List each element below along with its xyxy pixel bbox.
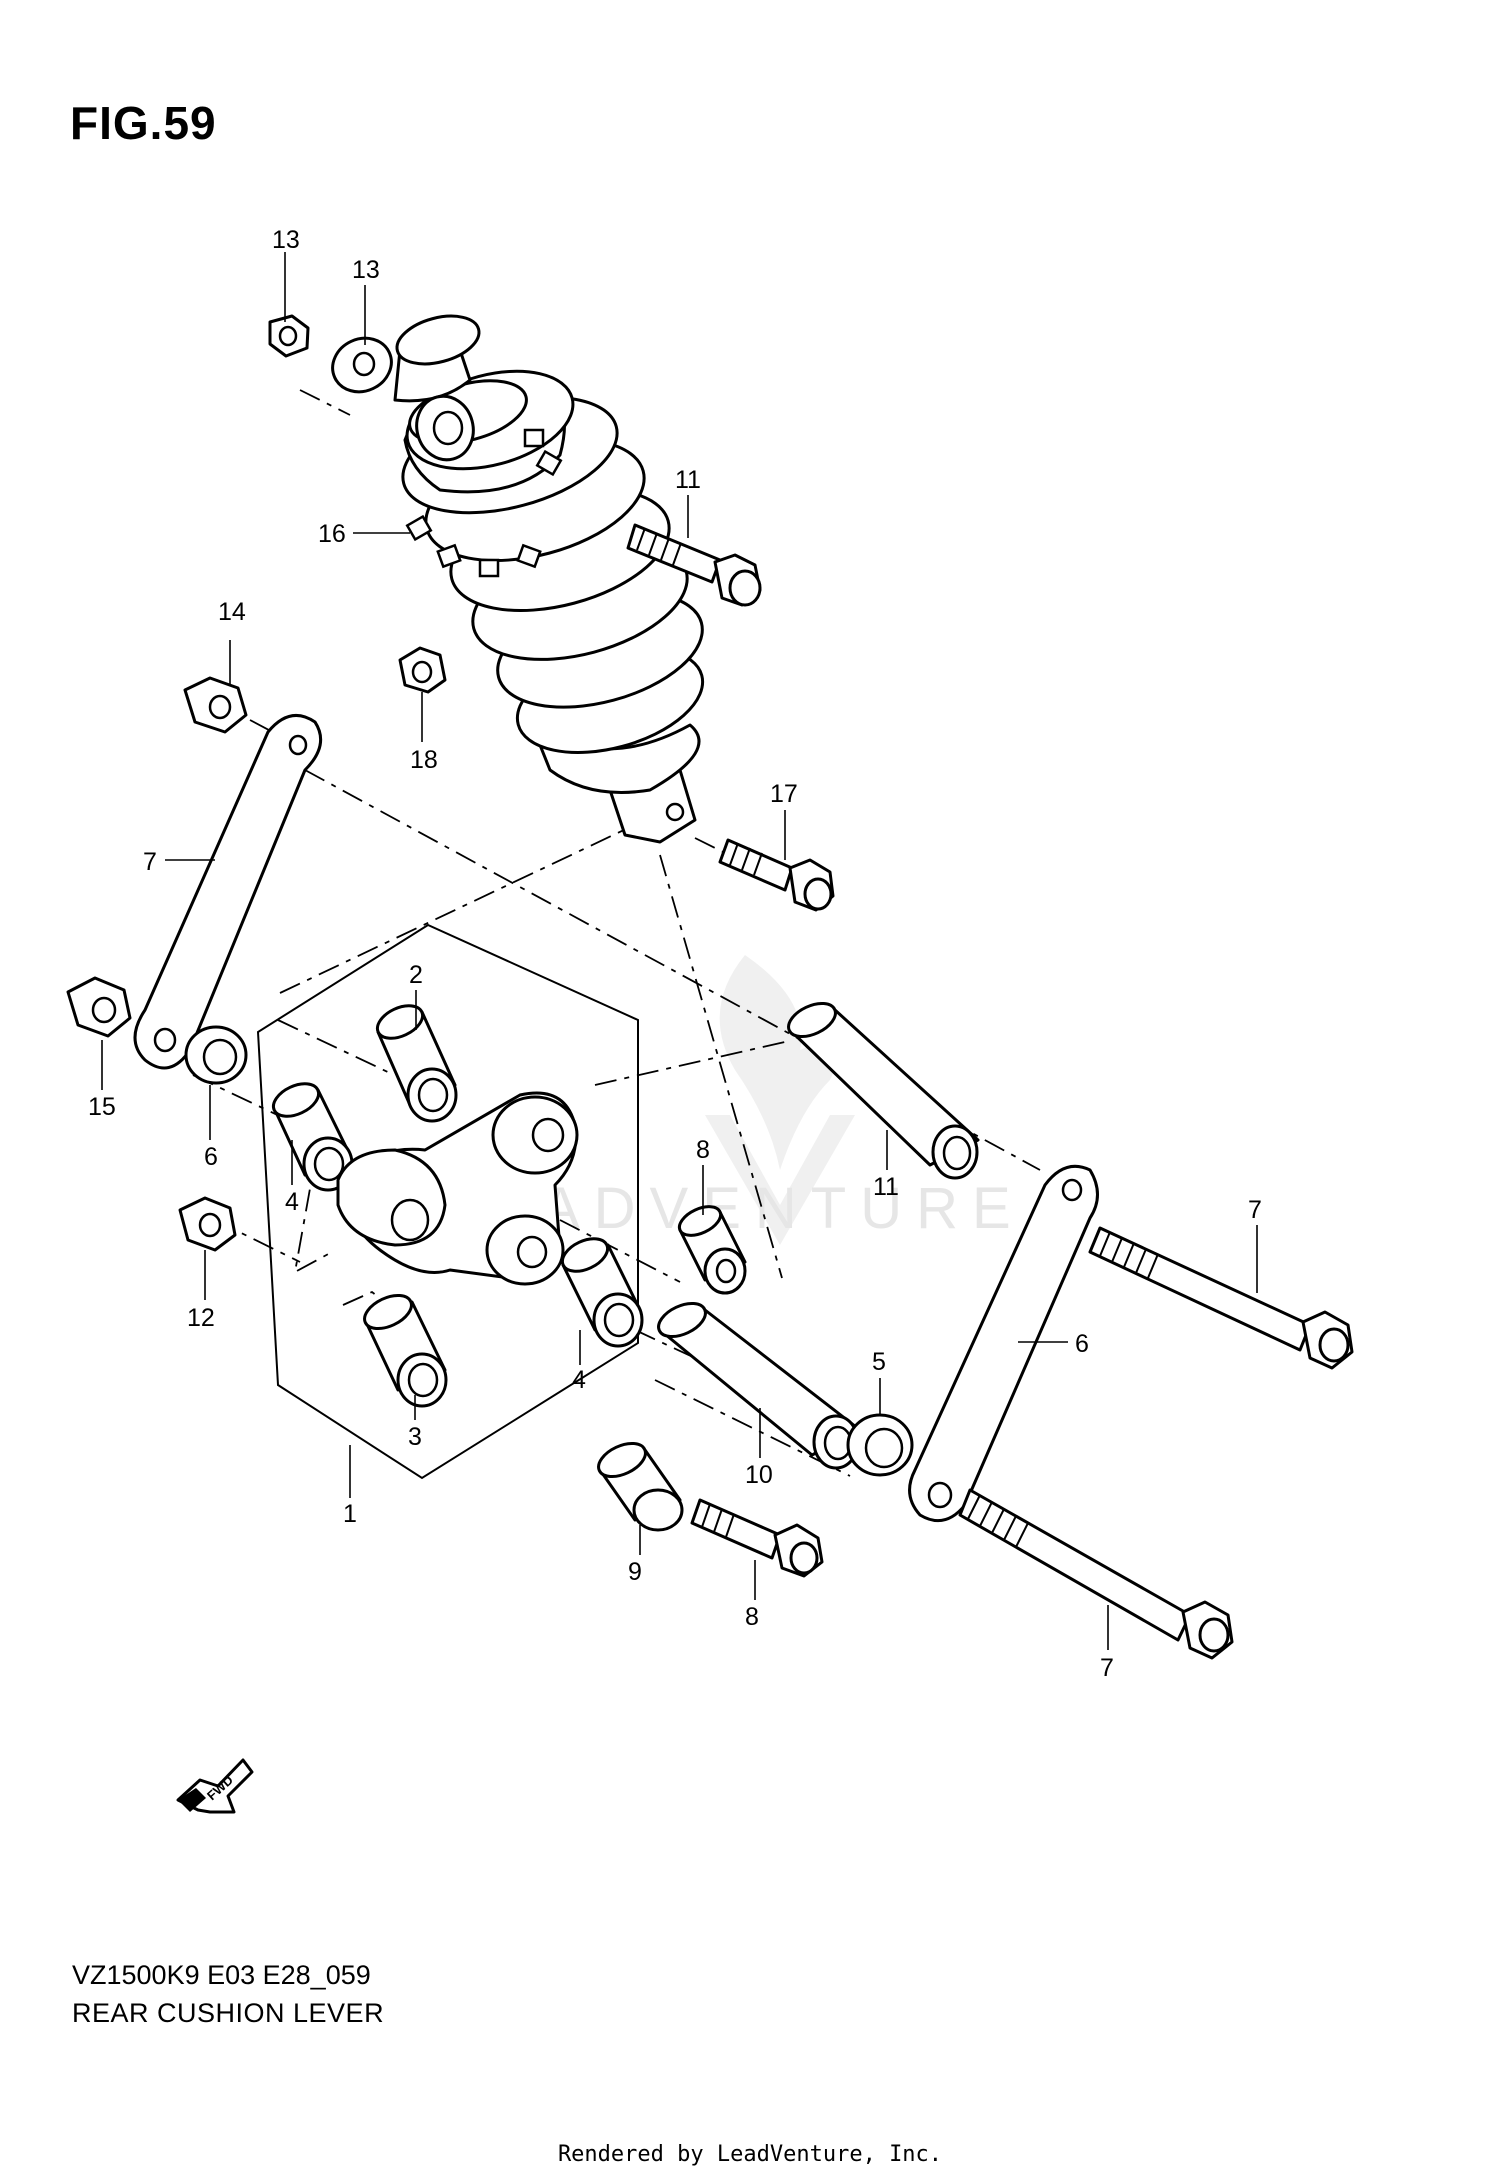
- part-8-spacer: [677, 1205, 747, 1295]
- part-4-bearing-right: [560, 1237, 644, 1348]
- callout-17: 18: [410, 746, 438, 774]
- part-7-bolt-lower: [958, 1488, 1234, 1660]
- part-7-bolt-upper: [1088, 1226, 1354, 1370]
- callout-13-lower: 15: [88, 1093, 116, 1121]
- callout-1: 1: [343, 1500, 357, 1528]
- callout-8: 8: [696, 1136, 710, 1164]
- part-5-oil-seal-left: [184, 1025, 248, 1085]
- callout-16: 11: [675, 466, 701, 494]
- callout-6-left: 7: [143, 848, 157, 876]
- callout-4-right: 4: [572, 1366, 586, 1394]
- part-3-bearing: [363, 1293, 448, 1408]
- callout-12: 12: [187, 1304, 215, 1332]
- callout-4-left: 4: [285, 1188, 299, 1216]
- part-16-bolt: [626, 523, 762, 607]
- part-15-bolt: [718, 838, 835, 912]
- part-13-nut-lower: [66, 976, 132, 1038]
- fwd-arrow-icon: FWD: [176, 1758, 254, 1814]
- part-13-nut-upper: [183, 676, 248, 734]
- part-17-nut: [398, 646, 447, 694]
- callout-11-lower: 10: [745, 1461, 773, 1489]
- leadventure-logo-icon: [719, 955, 838, 1170]
- callout-6-right: 6: [1075, 1330, 1089, 1358]
- diagram-code: VZ1500K9 E03 E28_059: [72, 1960, 371, 1990]
- part-5-oil-seal-right: [846, 1413, 914, 1477]
- cushion-lever-outline: [256, 923, 639, 1480]
- diagram-name: REAR CUSHION LEVER: [72, 1998, 385, 2028]
- part-2-bearing: [375, 1004, 458, 1123]
- part-14-rear-shock-absorber: [393, 314, 705, 844]
- callout-10: 9: [628, 1558, 642, 1586]
- figure-title: FIG.59: [70, 97, 217, 149]
- callout-15: 17: [770, 780, 798, 808]
- callout-numbers: 13 13 11 16 14 18 17 7 2 15 6 4 8 11 12 …: [88, 226, 1262, 1682]
- part-6-cushion-rod-left: [133, 713, 323, 1070]
- leader-lines: [101, 252, 1258, 1650]
- callout-13-upper: 14: [218, 598, 246, 626]
- part-1-cushion-lever: [336, 1091, 579, 1286]
- callout-7-upper: 7: [1248, 1196, 1262, 1224]
- part-4-bearing-left: [271, 1082, 354, 1192]
- callout-5-left: 6: [204, 1143, 218, 1171]
- callout-18: 13: [352, 256, 380, 284]
- callout-2: 2: [409, 961, 423, 989]
- part-10-spacer: [597, 1441, 684, 1532]
- callout-5-right: 5: [872, 1348, 886, 1376]
- callout-11-upper: 11: [873, 1173, 899, 1201]
- callout-14: 16: [318, 520, 346, 548]
- callout-7-lower: 7: [1100, 1654, 1114, 1682]
- part-12-nut: [178, 1196, 237, 1252]
- part-9-bolt: [690, 1498, 824, 1578]
- render-credit: Rendered by LeadVenture, Inc.: [557, 2142, 943, 2167]
- part-11-spacer-lower: [657, 1301, 862, 1470]
- callout-19: 13: [272, 226, 300, 254]
- part-18-washer: [331, 336, 393, 394]
- part-11-spacer-upper: [787, 1001, 980, 1180]
- part-19-nut: [268, 314, 310, 358]
- callout-9: 8: [745, 1603, 759, 1631]
- callout-3: 3: [408, 1423, 422, 1451]
